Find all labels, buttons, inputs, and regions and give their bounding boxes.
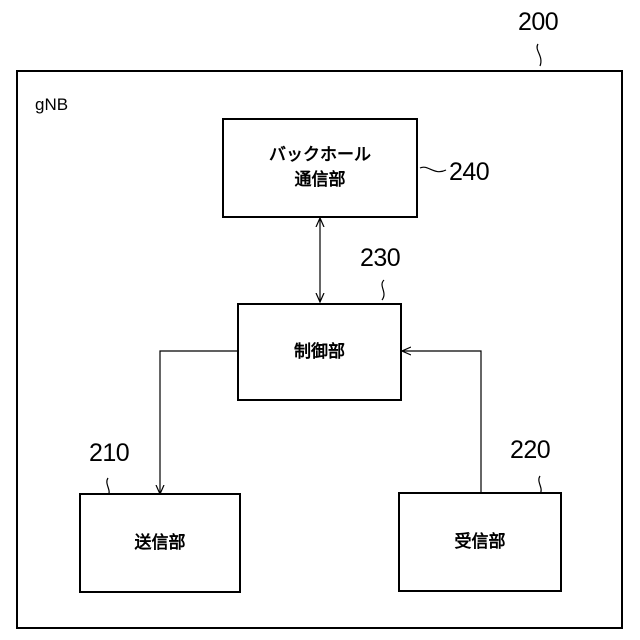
transmit-ref-number: 210 — [89, 441, 129, 466]
control-ref-number: 230 — [360, 246, 400, 271]
receive-to-control-arrow — [402, 351, 481, 492]
transmit-label: 送信部 — [135, 531, 186, 556]
transmit-box: 送信部 — [79, 493, 241, 593]
backhaul-ref-number: 240 — [449, 160, 489, 185]
backhaul-label-line2: 通信部 — [295, 168, 346, 193]
receive-label: 受信部 — [455, 530, 506, 555]
control-label: 制御部 — [294, 340, 345, 365]
control-to-transmit-arrow — [160, 351, 238, 494]
backhaul-ref-leader — [420, 167, 446, 172]
control-box: 制御部 — [237, 303, 402, 401]
outer-ref-leader — [537, 44, 541, 66]
backhaul-communication-box: バックホール 通信部 — [222, 118, 418, 218]
backhaul-label-line1: バックホール — [269, 143, 371, 168]
receive-box: 受信部 — [398, 492, 562, 592]
receive-ref-number: 220 — [510, 438, 550, 463]
control-ref-leader — [382, 280, 384, 300]
